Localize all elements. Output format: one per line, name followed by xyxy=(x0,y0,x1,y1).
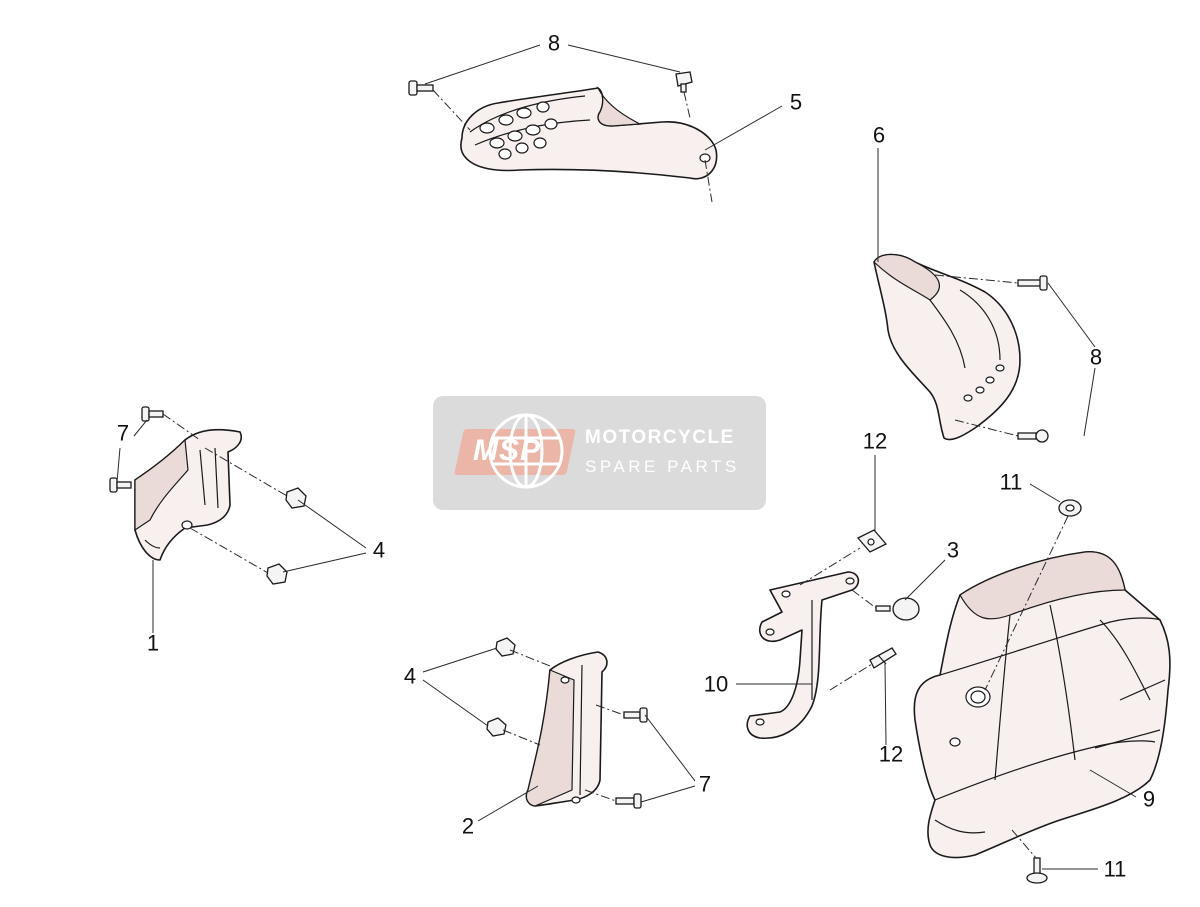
part-9-cover xyxy=(913,551,1171,859)
screw-8-right-upper xyxy=(1017,275,1048,291)
screw-11-lower xyxy=(1026,857,1048,884)
rubber-3 xyxy=(875,597,920,621)
watermark-title: MOTORCYCLE xyxy=(585,427,735,448)
part-2-bracket xyxy=(525,651,608,807)
part-10-support-bracket xyxy=(746,571,860,740)
grommet-11-upper xyxy=(1058,499,1082,517)
callout-4-center: 4 xyxy=(404,664,416,689)
screw-8-top-left xyxy=(408,80,434,96)
clip-12-lower xyxy=(869,647,897,669)
callout-11-lower: 11 xyxy=(1104,857,1127,882)
callout-4-left: 4 xyxy=(373,538,385,563)
screw-7-left-upper xyxy=(141,406,164,422)
callout-7-left: 7 xyxy=(117,421,129,446)
screw-7-center-lower xyxy=(615,793,642,809)
leader-lines xyxy=(116,44,1137,870)
msp-logo-text: MSP xyxy=(473,434,542,467)
callout-12-lower: 12 xyxy=(879,742,903,767)
watermark-subtitle: SPARE PARTS xyxy=(585,457,740,476)
part-6-heat-shield xyxy=(873,253,1021,441)
screw-7-center-upper xyxy=(623,707,648,723)
nut-4-left-lower xyxy=(266,563,288,585)
callout-12-upper: 12 xyxy=(863,429,887,454)
callout-11-upper: 11 xyxy=(1000,470,1023,495)
msp-watermark: MSP MOTORCYCLE SPARE PARTS xyxy=(433,396,766,510)
part-1-bracket xyxy=(134,428,243,561)
callout-10: 10 xyxy=(704,672,728,697)
screw-7-left-lower xyxy=(109,477,132,493)
callout-3: 3 xyxy=(947,538,959,563)
part-5-heat-shield xyxy=(460,86,718,180)
nut-4-center-upper xyxy=(495,637,516,657)
callout-2: 2 xyxy=(462,814,474,839)
nut-4-center-lower xyxy=(486,717,507,737)
globe-icon xyxy=(488,413,564,489)
nut-4-left-upper xyxy=(285,487,307,509)
callout-8-right: 8 xyxy=(1090,345,1102,370)
callout-5: 5 xyxy=(790,90,802,115)
screw-8-right-lower xyxy=(1017,429,1049,443)
callout-6: 6 xyxy=(873,123,885,148)
callout-7-center: 7 xyxy=(699,772,711,797)
nut-8-top-right xyxy=(675,71,693,93)
callout-1: 1 xyxy=(147,631,159,656)
clip-12-upper xyxy=(856,529,888,553)
callout-9: 9 xyxy=(1143,787,1155,812)
callout-8-top: 8 xyxy=(548,31,560,56)
